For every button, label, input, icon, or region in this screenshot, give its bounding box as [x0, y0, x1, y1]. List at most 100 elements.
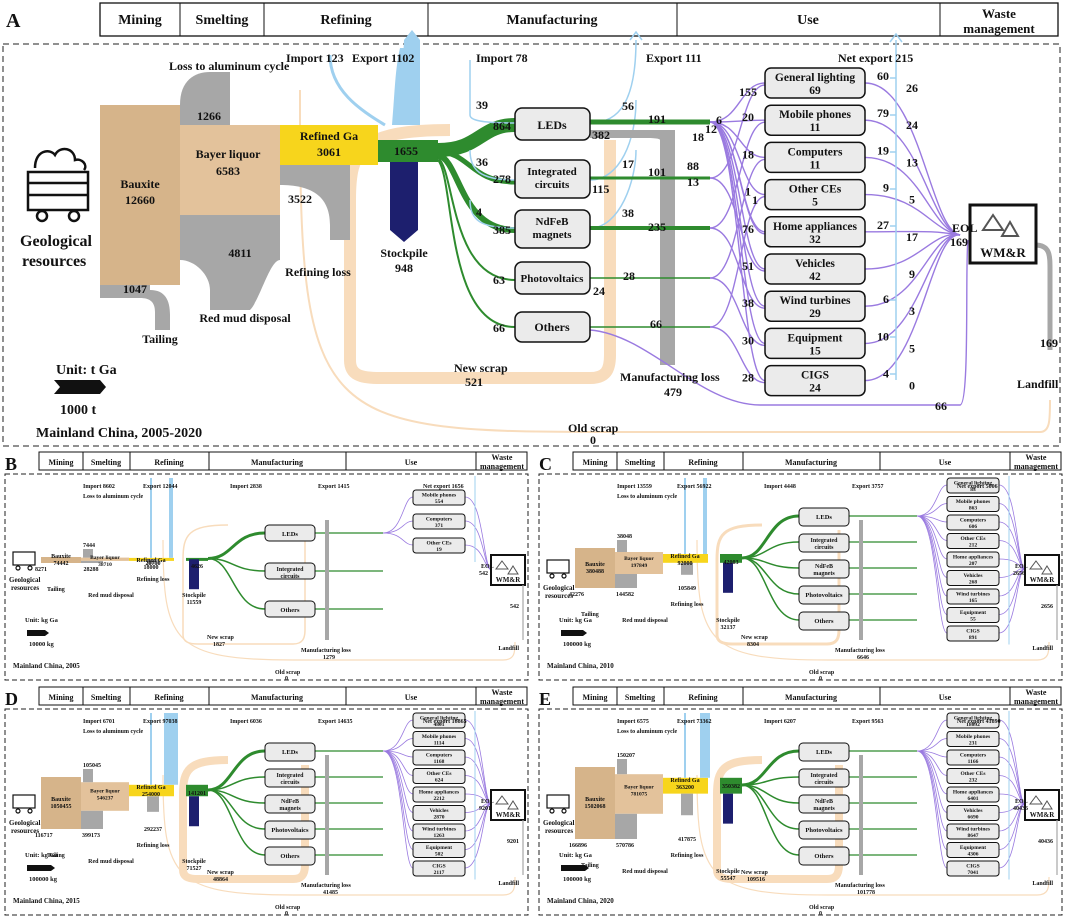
use-box-value: 371 [435, 523, 444, 529]
refined-label: Refined Ga [136, 785, 165, 791]
net-export: Net export 1656 [423, 484, 464, 490]
use-eol: 3 [909, 304, 915, 318]
use-box-label: Vehicles [963, 573, 982, 579]
use-box-value: 6401 [968, 796, 979, 802]
manufacturing-loss-flow [590, 130, 675, 365]
use-box-value: 7041 [968, 870, 979, 876]
use-export: 27 [877, 218, 889, 232]
stage-label: Use [939, 693, 952, 702]
eol-value: 40436 [1013, 806, 1028, 812]
red-mud-value: 144582 [616, 592, 634, 598]
import-refining: Import 8602 [83, 484, 115, 490]
out-others: 66 [650, 317, 662, 331]
use-box-value: 1166 [968, 759, 979, 765]
use-box-value: 18692 [966, 722, 980, 728]
mine-cart-icon [12, 794, 36, 814]
mfg-box-label: Others [814, 853, 834, 860]
wmr-label: WM&R [1030, 576, 1055, 584]
export-ic: 17 [622, 157, 634, 171]
use-box-label: Computers [426, 753, 452, 759]
unit-label: Unit: t Ga [56, 363, 117, 378]
use-box-label: Mobile phones [956, 734, 990, 740]
use-box-label: CIGS [432, 864, 445, 870]
use-value: 69 [809, 85, 821, 97]
scale-label: 100000 kg [563, 876, 592, 883]
new-scrap-value: 8304 [747, 642, 759, 648]
use-box-value: 1263 [434, 833, 445, 839]
bauxite-label: Bauxite [120, 177, 160, 191]
wmr-box [1024, 554, 1060, 586]
export-manufacturing: Export 111 [646, 51, 702, 65]
refining-loss-flow [280, 165, 350, 240]
loss-aluminum-value: 150207 [617, 753, 635, 759]
use-name: General lighting [775, 72, 855, 84]
net-export-lines [889, 32, 903, 380]
bauxite-label: Bauxite [51, 797, 71, 803]
import-ic: 36 [476, 155, 488, 169]
unit-label: Unit: kg Ga [25, 852, 59, 859]
landfill-value: 40436 [1038, 839, 1053, 845]
use-box-value: 55 [970, 617, 976, 623]
wmr-box: WM&R [968, 203, 1038, 265]
landfill-label: Landfill [1017, 377, 1059, 391]
loss-aluminum-label: Loss to aluminum cycle [83, 494, 144, 500]
box-pv-label: Photovoltaics [521, 273, 585, 285]
green-outputs [590, 119, 710, 328]
box-pv [514, 261, 591, 295]
use-value: 29 [809, 308, 821, 320]
stockpile-value: 32137 [721, 625, 736, 631]
use-box-value: 624 [435, 778, 444, 784]
wmr-label: WM&R [1030, 811, 1055, 819]
manufacturing-loss-label: Manufacturing loss [835, 648, 886, 654]
stage-label: Waste [1026, 688, 1047, 697]
refining-loss-value: 105849 [678, 586, 696, 592]
use-inflow: 30 [742, 333, 754, 347]
stage-label: management [1014, 462, 1058, 471]
use-box-label: Home appliances [953, 790, 993, 796]
loss-aluminum-label: Loss to aluminum cycle [83, 729, 144, 735]
bauxite-label: Bauxite [51, 554, 71, 560]
refined-label: Refined Ga [136, 558, 165, 564]
new-scrap-label: New scrap [741, 635, 768, 641]
bayer-value: 38710 [98, 562, 112, 568]
bauxite-value: 12660 [125, 193, 155, 207]
use-box-label: Other CEs [960, 536, 985, 542]
bayer-block [180, 125, 280, 215]
box-others-label: Others [534, 320, 570, 334]
use-value: 11 [810, 159, 821, 171]
use-value: 5 [812, 197, 818, 209]
landfill-value: 169 [1040, 336, 1058, 350]
export-manufacturing: Export 3757 [852, 484, 884, 490]
stockpile-value: 948 [395, 261, 413, 275]
use-eol: 5 [909, 193, 915, 207]
mid-label-5: 13 [687, 175, 699, 189]
loss-aluminum-value: 105045 [83, 763, 101, 769]
stage-label: Refining [154, 458, 183, 467]
use-inflow: 51 [742, 259, 754, 273]
mfg-box-label: Photovoltaics [805, 592, 843, 599]
use-box-label: Home appliances [953, 555, 993, 561]
import-manufacturing: Import 6207 [764, 719, 796, 725]
old-scrap-value: 0 [590, 433, 596, 447]
use-box-label: Equipment [960, 610, 986, 616]
geo-label: resources [11, 584, 39, 592]
use-value: 32 [809, 234, 821, 246]
box-leds [514, 107, 591, 141]
box-leds-label: LEDs [537, 118, 567, 132]
stage-smelting: Smelting [196, 13, 249, 28]
red-mud-label: Red mud disposal [199, 311, 291, 325]
import-manufacturing: Import 78 [476, 51, 528, 65]
eol-label: EOL [481, 799, 494, 805]
new-scrap-value: 521 [465, 375, 483, 389]
stage-label: Mining [583, 458, 608, 467]
import-leds: 39 [476, 98, 488, 112]
refining-loss-value: 20710 [146, 561, 161, 567]
eol-value: 542 [479, 571, 488, 577]
stockpile-label: Stockpile [182, 593, 206, 599]
manufacturing-loss-label: Manufacturing loss [301, 883, 352, 889]
green-value: 4626 [191, 564, 203, 570]
